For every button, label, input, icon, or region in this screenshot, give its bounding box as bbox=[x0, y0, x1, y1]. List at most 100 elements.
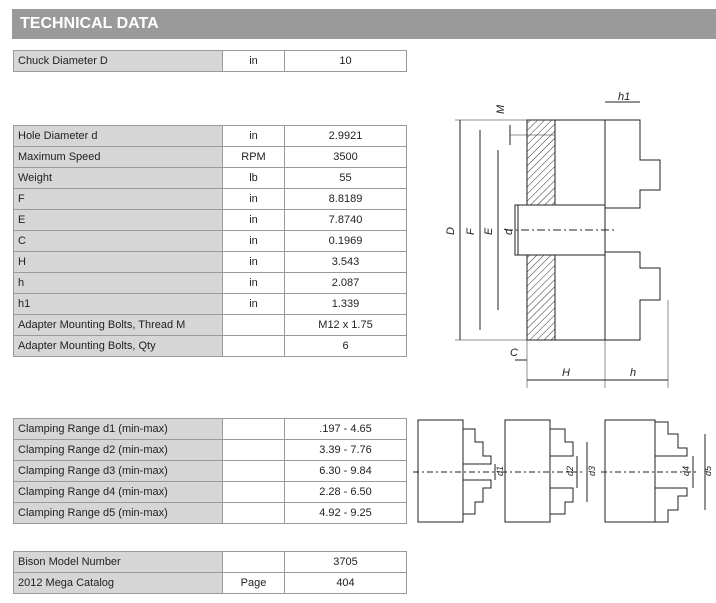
row-label: Weight bbox=[13, 167, 223, 189]
row-unit bbox=[222, 460, 285, 482]
row-label: Maximum Speed bbox=[13, 146, 223, 168]
label-d5: d5 bbox=[703, 465, 713, 476]
row-label: Chuck Diameter D bbox=[13, 50, 223, 72]
label-E: E bbox=[483, 227, 495, 235]
row-label: Clamping Range d5 (min-max) bbox=[13, 502, 223, 524]
row-value: 8.8189 bbox=[284, 188, 407, 210]
row-label: C bbox=[13, 230, 223, 252]
clamp-drawing-2: d2 d3 bbox=[501, 419, 597, 523]
row-label: Clamping Range d4 (min-max) bbox=[13, 481, 223, 503]
clamping-range-table: Clamping Range d1 (min-max) .197 - 4.65 C… bbox=[13, 418, 407, 524]
row-label: Clamping Range d1 (min-max) bbox=[13, 418, 223, 440]
table-row: Adapter Mounting Bolts, Qty 6 bbox=[13, 335, 407, 357]
label-C: C bbox=[510, 347, 518, 359]
row-value: M12 x 1.75 bbox=[284, 314, 407, 336]
chuck-diameter-table: Chuck Diameter D in 10 bbox=[13, 50, 407, 72]
row-unit bbox=[222, 502, 285, 524]
row-value: 404 bbox=[284, 572, 407, 594]
row-label: H bbox=[13, 251, 223, 273]
row-unit: in bbox=[222, 293, 285, 315]
row-label: F bbox=[13, 188, 223, 210]
row-value: 0.1969 bbox=[284, 230, 407, 252]
lower-jaw bbox=[605, 251, 661, 341]
label-D: D bbox=[445, 227, 457, 235]
row-unit: in bbox=[222, 125, 285, 147]
label-d1: d1 bbox=[495, 466, 505, 476]
row-value: .197 - 4.65 bbox=[284, 418, 407, 440]
row-value: 3.543 bbox=[284, 251, 407, 273]
label-h: h bbox=[630, 367, 636, 379]
row-value: 55 bbox=[284, 167, 407, 189]
row-label: Adapter Mounting Bolts, Thread M bbox=[13, 314, 223, 336]
row-value: 4.92 - 9.25 bbox=[284, 502, 407, 524]
row-unit: Page bbox=[222, 572, 285, 594]
row-value: 10 bbox=[284, 50, 407, 72]
row-unit: in bbox=[222, 272, 285, 294]
row-value: 6 bbox=[284, 335, 407, 357]
row-value: 3.39 - 7.76 bbox=[284, 439, 407, 461]
table-row: Adapter Mounting Bolts, Thread M M12 x 1.… bbox=[13, 314, 407, 336]
label-H: H bbox=[562, 367, 570, 379]
row-label: Clamping Range d2 (min-max) bbox=[13, 439, 223, 461]
catalog-table: Bison Model Number 3705 2012 Mega Catalog… bbox=[13, 551, 407, 594]
row-unit: in bbox=[222, 230, 285, 252]
row-label: E bbox=[13, 209, 223, 231]
table-row: Clamping Range d1 (min-max) .197 - 4.65 bbox=[13, 418, 407, 440]
label-d: d bbox=[503, 228, 515, 235]
clamp-drawing-3: d4 d5 bbox=[601, 419, 713, 523]
row-unit bbox=[222, 481, 285, 503]
clamp-drawing-1: d1 bbox=[413, 419, 505, 523]
row-unit: RPM bbox=[222, 146, 285, 168]
row-label: h bbox=[13, 272, 223, 294]
label-h1: h1 bbox=[618, 91, 630, 103]
row-unit: in bbox=[222, 209, 285, 231]
table-row: Clamping Range d4 (min-max) 2.28 - 6.50 bbox=[13, 481, 407, 503]
row-unit: in bbox=[222, 188, 285, 210]
label-F: F bbox=[465, 227, 477, 235]
row-value: 2.087 bbox=[284, 272, 407, 294]
clamping-range-drawings: d1 d2 d3 d4 d5 bbox=[413, 419, 713, 523]
row-label: 2012 Mega Catalog bbox=[13, 572, 223, 594]
row-label: Bison Model Number bbox=[13, 551, 223, 573]
row-value: 7.8740 bbox=[284, 209, 407, 231]
chuck-section-drawing: D F E d M h1 H h C bbox=[445, 91, 669, 388]
row-unit: in bbox=[222, 251, 285, 273]
label-M: M bbox=[495, 104, 507, 114]
row-value: 3500 bbox=[284, 146, 407, 168]
row-unit bbox=[222, 551, 285, 573]
label-d2: d2 bbox=[565, 466, 575, 476]
label-d4: d4 bbox=[681, 466, 691, 476]
row-value: 6.30 - 9.84 bbox=[284, 460, 407, 482]
row-label: h1 bbox=[13, 293, 223, 315]
label-d3: d3 bbox=[587, 466, 597, 476]
table-row: Clamping Range d5 (min-max) 4.92 - 9.25 bbox=[13, 502, 407, 524]
row-label: Adapter Mounting Bolts, Qty bbox=[13, 335, 223, 357]
row-value: 1.339 bbox=[284, 293, 407, 315]
row-unit: in bbox=[222, 50, 285, 72]
row-label: Clamping Range d3 (min-max) bbox=[13, 460, 223, 482]
upper-jaw bbox=[605, 119, 661, 209]
row-unit bbox=[222, 439, 285, 461]
row-value: 2.9921 bbox=[284, 125, 407, 147]
table-row: Chuck Diameter D in 10 bbox=[13, 50, 407, 72]
page-title: TECHNICAL DATA bbox=[12, 9, 716, 39]
row-unit bbox=[222, 418, 285, 440]
row-label: Hole Diameter d bbox=[13, 125, 223, 147]
row-unit bbox=[222, 335, 285, 357]
row-unit: lb bbox=[222, 167, 285, 189]
row-unit bbox=[222, 314, 285, 336]
table-row: Clamping Range d2 (min-max) 3.39 - 7.76 bbox=[13, 439, 407, 461]
row-value: 2.28 - 6.50 bbox=[284, 481, 407, 503]
row-value: 3705 bbox=[284, 551, 407, 573]
